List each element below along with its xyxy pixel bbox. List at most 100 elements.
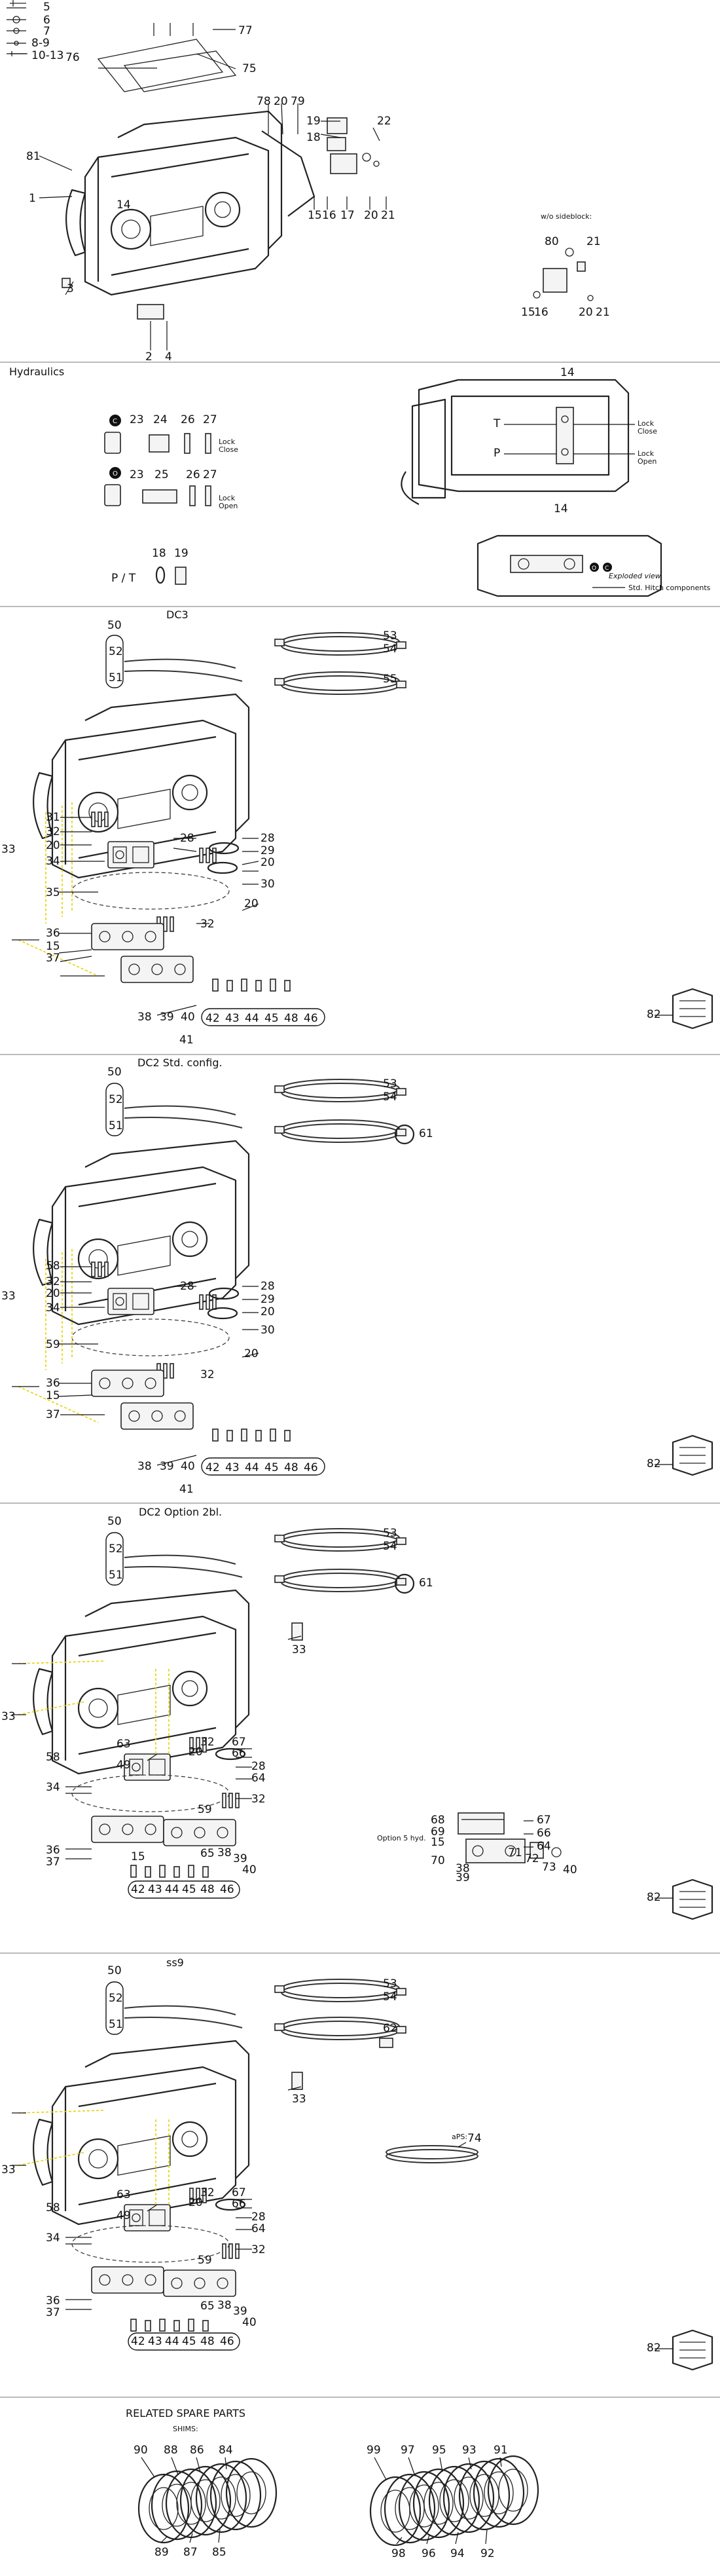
callout: 33 — [1, 843, 16, 856]
callout: 33 — [292, 1643, 306, 1656]
close-symbol-letter: C — [113, 418, 117, 425]
callout: 51 — [109, 1119, 123, 1132]
hydraulics-frame-view: T P Lock Close Lock Open 14 14 — [401, 366, 657, 515]
callout: 39 — [233, 1852, 247, 1865]
callout: 45 — [264, 1012, 279, 1025]
callout: 44 — [165, 1883, 179, 1896]
callout: 29 — [261, 1293, 275, 1306]
callout-group-box — [105, 1532, 124, 1586]
callout: 39 — [160, 1011, 174, 1024]
callout: 33 — [1, 1290, 16, 1303]
callout: 40 — [181, 1011, 195, 1024]
callout: 38 — [456, 1862, 470, 1875]
part-19 — [175, 567, 187, 585]
callout: 32 — [200, 918, 215, 931]
callout: 52 — [109, 1093, 123, 1106]
top-callouts: 5 6 7 8-9 10-13 77 76 75 78 20 79 19 18 … — [26, 1, 395, 364]
callout: 66 — [537, 1827, 551, 1840]
callout: 20 — [244, 897, 259, 910]
callout: 52 — [109, 645, 123, 658]
callout: 61 — [419, 1577, 433, 1590]
callout: 50 — [107, 1515, 122, 1528]
section-title-dc2-std: DC2 Std. config. — [137, 1056, 223, 1069]
callout: 52 — [109, 1542, 123, 1556]
open-symbol — [109, 467, 121, 479]
hydraulics-section: Hydraulics C O 23 24 26 27 23 25 26 27 1… — [9, 365, 711, 597]
callout: 2 — [145, 350, 153, 364]
callout: 65 — [200, 2300, 215, 2313]
callout: 43 — [225, 1461, 240, 1474]
callout: 24 — [153, 413, 168, 426]
callout: 18 — [306, 131, 321, 144]
t-port-label: T — [493, 417, 501, 430]
callout: 32 — [200, 1368, 215, 1381]
callout: 21 — [381, 209, 395, 222]
callout: 23 — [130, 413, 144, 426]
callout: 49 — [117, 2209, 131, 2222]
callout: 23 — [130, 468, 144, 481]
callout: 66 — [232, 2197, 246, 2211]
callout: 42 — [206, 1012, 220, 1025]
top-leader-lines — [7, 7, 387, 295]
exploded-view-label: Exploded view — [609, 572, 661, 580]
callout: 35 — [46, 886, 60, 899]
callout: 37 — [46, 1408, 60, 1421]
callout: 14 — [117, 198, 131, 212]
callout: 29 — [261, 844, 275, 857]
callout: 80 — [545, 235, 559, 248]
callout: 20 — [244, 1347, 259, 1360]
callout-group-box — [201, 1008, 325, 1026]
callout: 75 — [242, 62, 257, 75]
callout-group-box — [128, 2332, 240, 2351]
callout: 46 — [220, 2335, 234, 2348]
callout: 45 — [182, 2335, 196, 2348]
callout: 40 — [181, 1460, 195, 1473]
part-18 — [155, 566, 166, 584]
aps-label: aPS: — [452, 2133, 467, 2141]
callout: 28 — [261, 1280, 275, 1293]
part-24 — [149, 434, 170, 453]
callout: 50 — [107, 1964, 122, 1977]
callout: 26 — [181, 413, 195, 426]
wo-sideblock-note: w/o sideblock: — [541, 212, 592, 221]
callout: 67 — [232, 1736, 246, 1749]
close-symbol — [603, 563, 612, 572]
callout: 59 — [198, 1803, 212, 1816]
callout: 4 — [165, 350, 172, 364]
callout: 77 — [238, 24, 253, 37]
callout: 32 — [251, 2243, 266, 2256]
shims-label: SHIMS: — [173, 2425, 198, 2433]
dc3-section: DC3 50 52 51 53 54 55 31 32 20 34 33 28 … — [1, 608, 713, 1047]
callout: 82 — [647, 1457, 661, 1470]
callout: 3 — [67, 282, 74, 295]
callout: 22 — [377, 115, 391, 128]
callout: 51 — [109, 2018, 123, 2031]
callout: 48 — [284, 1461, 298, 1474]
std-hitch-label: Std. Hitch components — [628, 584, 711, 592]
callout: 39 — [233, 2305, 247, 2318]
callout: 46 — [304, 1012, 318, 1025]
callout: 38 — [137, 1460, 152, 1473]
callout: 32 — [200, 1736, 215, 1749]
callout: 73 — [542, 1861, 556, 1874]
callout: 84 — [219, 2444, 233, 2457]
callout: 50 — [107, 619, 122, 632]
callout: 78 — [257, 95, 271, 108]
callout: 63 — [117, 1738, 131, 1751]
callout: 44 — [245, 1461, 259, 1474]
callout: 53 — [383, 1977, 397, 1990]
callout: 20 — [364, 209, 378, 222]
hose-74 — [386, 2145, 478, 2159]
callout: 21 — [596, 306, 610, 319]
callout: 20 — [46, 1287, 60, 1300]
shim-set-right: 99 97 95 93 91 98 96 94 92 — [367, 2444, 539, 2560]
callout: 41 — [179, 1034, 194, 1047]
section-title-dc3: DC3 — [166, 608, 189, 621]
callout: 18 — [152, 547, 166, 560]
lock-label: Lock — [638, 449, 655, 458]
callout: 1 — [29, 192, 36, 205]
callout: 98 — [391, 2547, 406, 2560]
shim-set-left: 90 88 86 84 89 87 85 — [134, 2444, 278, 2559]
callout: 30 — [261, 878, 275, 891]
callout: 31 — [46, 811, 60, 824]
